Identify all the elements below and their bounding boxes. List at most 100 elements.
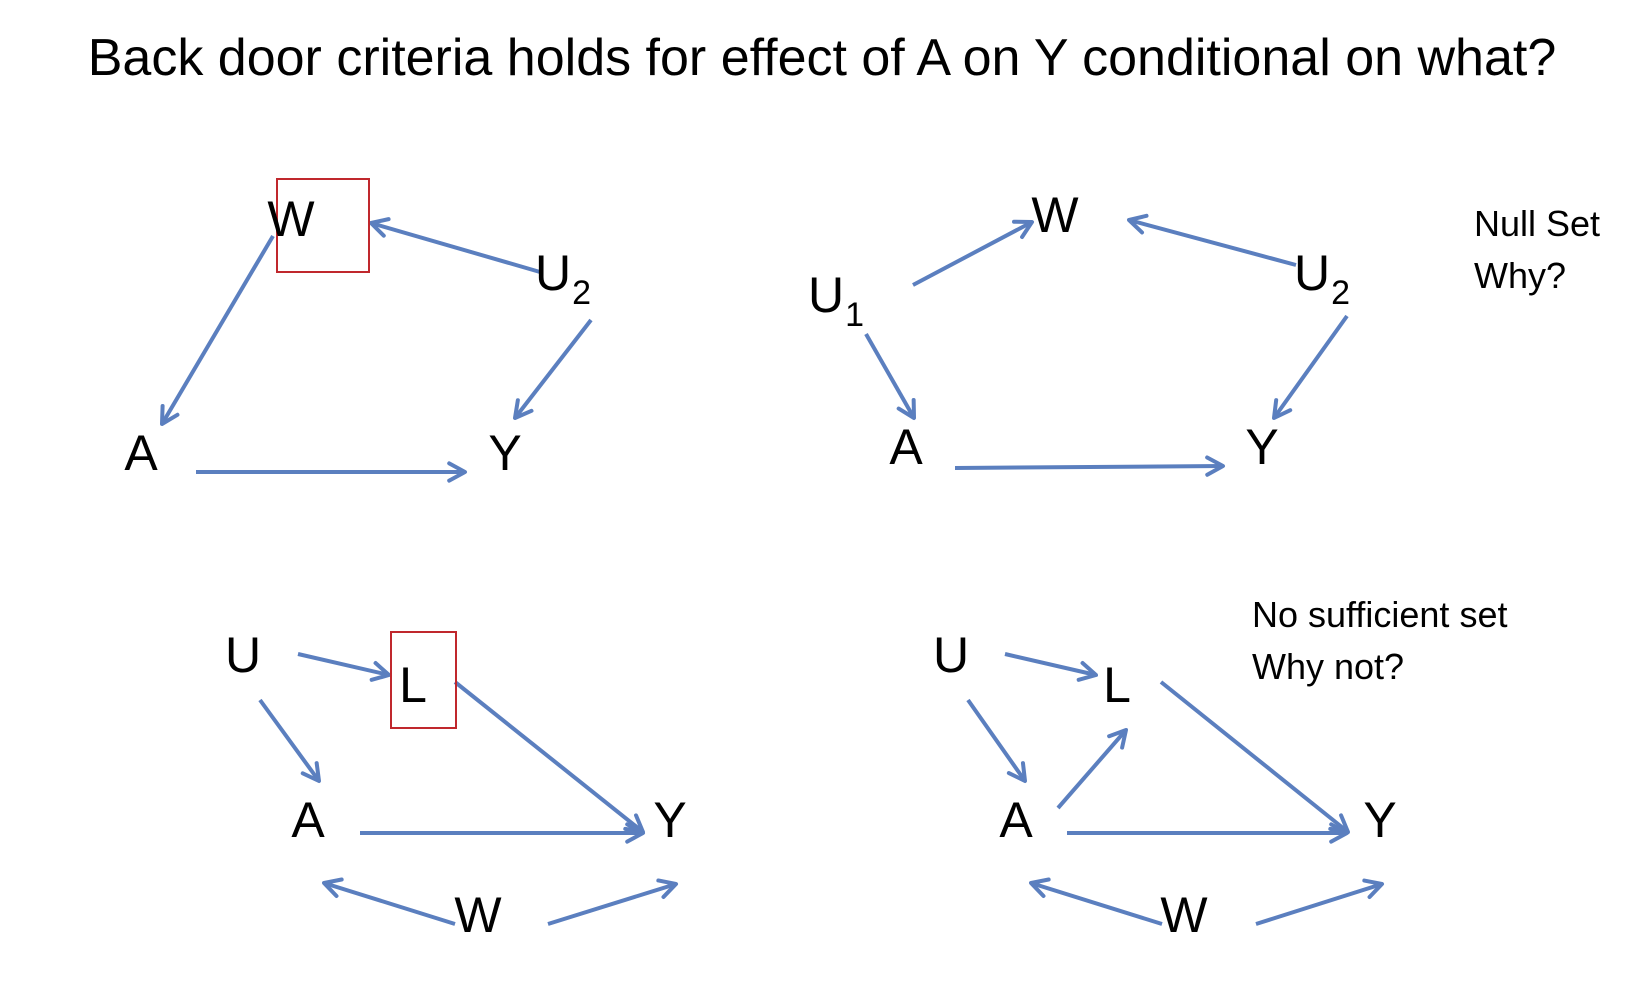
edges-layer [160, 213, 1384, 926]
edge-line [323, 881, 456, 926]
edge-line [453, 680, 645, 834]
edge-line [1056, 728, 1128, 810]
edge-u1-to-a [864, 333, 916, 420]
diagram-4-note-line-1: No sufficient set [1252, 594, 1507, 635]
node-u1: U1 [808, 267, 864, 334]
diagram-4-nodes: U L A Y W [933, 627, 1397, 943]
node-l: L [399, 657, 427, 713]
edge-w-to-a [322, 877, 456, 926]
edge-line [864, 333, 916, 419]
arrowhead [1006, 761, 1027, 783]
arrowhead [513, 398, 534, 420]
arrowhead [322, 877, 344, 898]
node-label: U [1294, 245, 1330, 301]
edge-u-to-a [966, 698, 1027, 783]
arrowhead [1127, 213, 1149, 235]
diagram-2-note-line-2: Why? [1474, 255, 1566, 296]
edge-w-to-a [1029, 877, 1163, 926]
edge-u2-to-w [369, 217, 541, 274]
edge-line [513, 318, 593, 420]
edge-line [1255, 882, 1383, 926]
node-label: Y [653, 792, 686, 848]
arrowhead [1362, 878, 1384, 900]
edge-line [370, 221, 541, 274]
edge-line [297, 652, 390, 677]
node-a: A [999, 792, 1033, 848]
node-label: Y [1363, 792, 1396, 848]
edge-line [1159, 680, 1350, 834]
diagram-1-nodes: W U2A Y [124, 191, 591, 481]
edge-a-to-y [196, 461, 467, 483]
node-y: Y [1245, 419, 1278, 475]
diagram-1-edges [160, 217, 593, 483]
edge-a-to-y [1067, 822, 1349, 844]
arrowhead [1205, 455, 1225, 477]
node-u: U [225, 627, 261, 683]
edge-u2-to-y [513, 318, 593, 420]
node-label: L [1103, 657, 1131, 713]
node-label: W [1160, 887, 1208, 943]
node-label: L [399, 657, 427, 713]
node-label: U [933, 627, 969, 683]
arrowhead [896, 398, 916, 420]
edge-l-to-y [1159, 680, 1350, 834]
node-subscript: 2 [572, 274, 591, 312]
diagram-3-edges [258, 652, 678, 926]
node-a: A [889, 419, 923, 475]
conditioning-box-w [276, 178, 370, 273]
diagram-2-edges [864, 213, 1349, 477]
edge-a-to-y [360, 822, 645, 844]
diagram-2-note-line-1: Null Set [1474, 203, 1600, 244]
edge-line [1004, 652, 1097, 677]
edge-u2-to-y [1272, 314, 1349, 420]
conditioning-boxes-layer [276, 178, 457, 729]
arrowhead [369, 217, 391, 238]
node-w: W [267, 191, 315, 247]
arrowhead [1029, 877, 1051, 898]
diagram-4-note-line-2: Why not? [1252, 646, 1404, 687]
node-u2: U2 [1294, 245, 1350, 312]
node-w: W [1160, 887, 1208, 943]
edge-u2-to-w [1127, 213, 1297, 267]
node-label: W [1031, 187, 1079, 243]
node-subscript: 1 [845, 296, 864, 334]
edge-line [912, 220, 1033, 287]
edge-line [966, 698, 1027, 783]
diagram-4-edges [966, 652, 1384, 926]
node-label: A [291, 792, 325, 848]
edge-l-to-y [453, 680, 645, 834]
arrowhead [625, 822, 645, 844]
diagram-3-nodes: U L A Y W [225, 627, 687, 943]
node-label: U [225, 627, 261, 683]
node-label: A [889, 419, 923, 475]
node-y: Y [488, 425, 521, 481]
node-l: L [1103, 657, 1131, 713]
edge-u-to-l [1004, 652, 1098, 682]
arrowhead [1012, 219, 1034, 240]
node-label: U [535, 245, 571, 301]
node-label: Y [1245, 419, 1278, 475]
node-label: A [124, 425, 158, 481]
edge-w-to-y [547, 878, 678, 926]
arrowhead [1272, 398, 1293, 420]
node-label: W [454, 887, 502, 943]
edge-line [1030, 881, 1163, 926]
edge-u1-to-w [912, 219, 1034, 287]
node-w: W [1031, 187, 1079, 243]
edge-u-to-l [297, 652, 391, 682]
node-a: A [291, 792, 325, 848]
node-a: A [124, 425, 158, 481]
node-subscript: 2 [1331, 274, 1350, 312]
edge-line [1128, 218, 1297, 267]
node-y: Y [653, 792, 686, 848]
edge-w-to-y [1255, 878, 1384, 926]
arrowhead [447, 461, 467, 483]
edge-line [1272, 314, 1349, 420]
arrowhead [656, 878, 678, 899]
node-label: A [999, 792, 1033, 848]
edge-w-to-a [160, 234, 275, 426]
node-w: W [454, 887, 502, 943]
